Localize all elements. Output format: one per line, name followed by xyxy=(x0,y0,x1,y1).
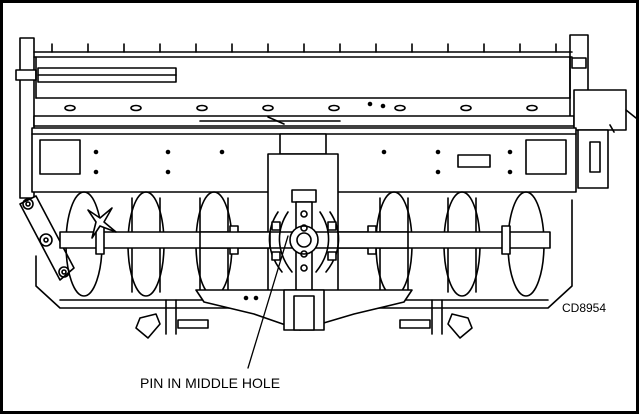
hitch-plate xyxy=(135,289,473,339)
callout-leader-line xyxy=(247,235,289,369)
left-pivot-arm xyxy=(19,195,75,281)
centre-linkage xyxy=(268,189,340,299)
figure-code: CD8954 xyxy=(562,301,606,315)
callout-label: PIN IN MIDDLE HOLE xyxy=(140,375,280,391)
top-frame xyxy=(15,34,637,199)
